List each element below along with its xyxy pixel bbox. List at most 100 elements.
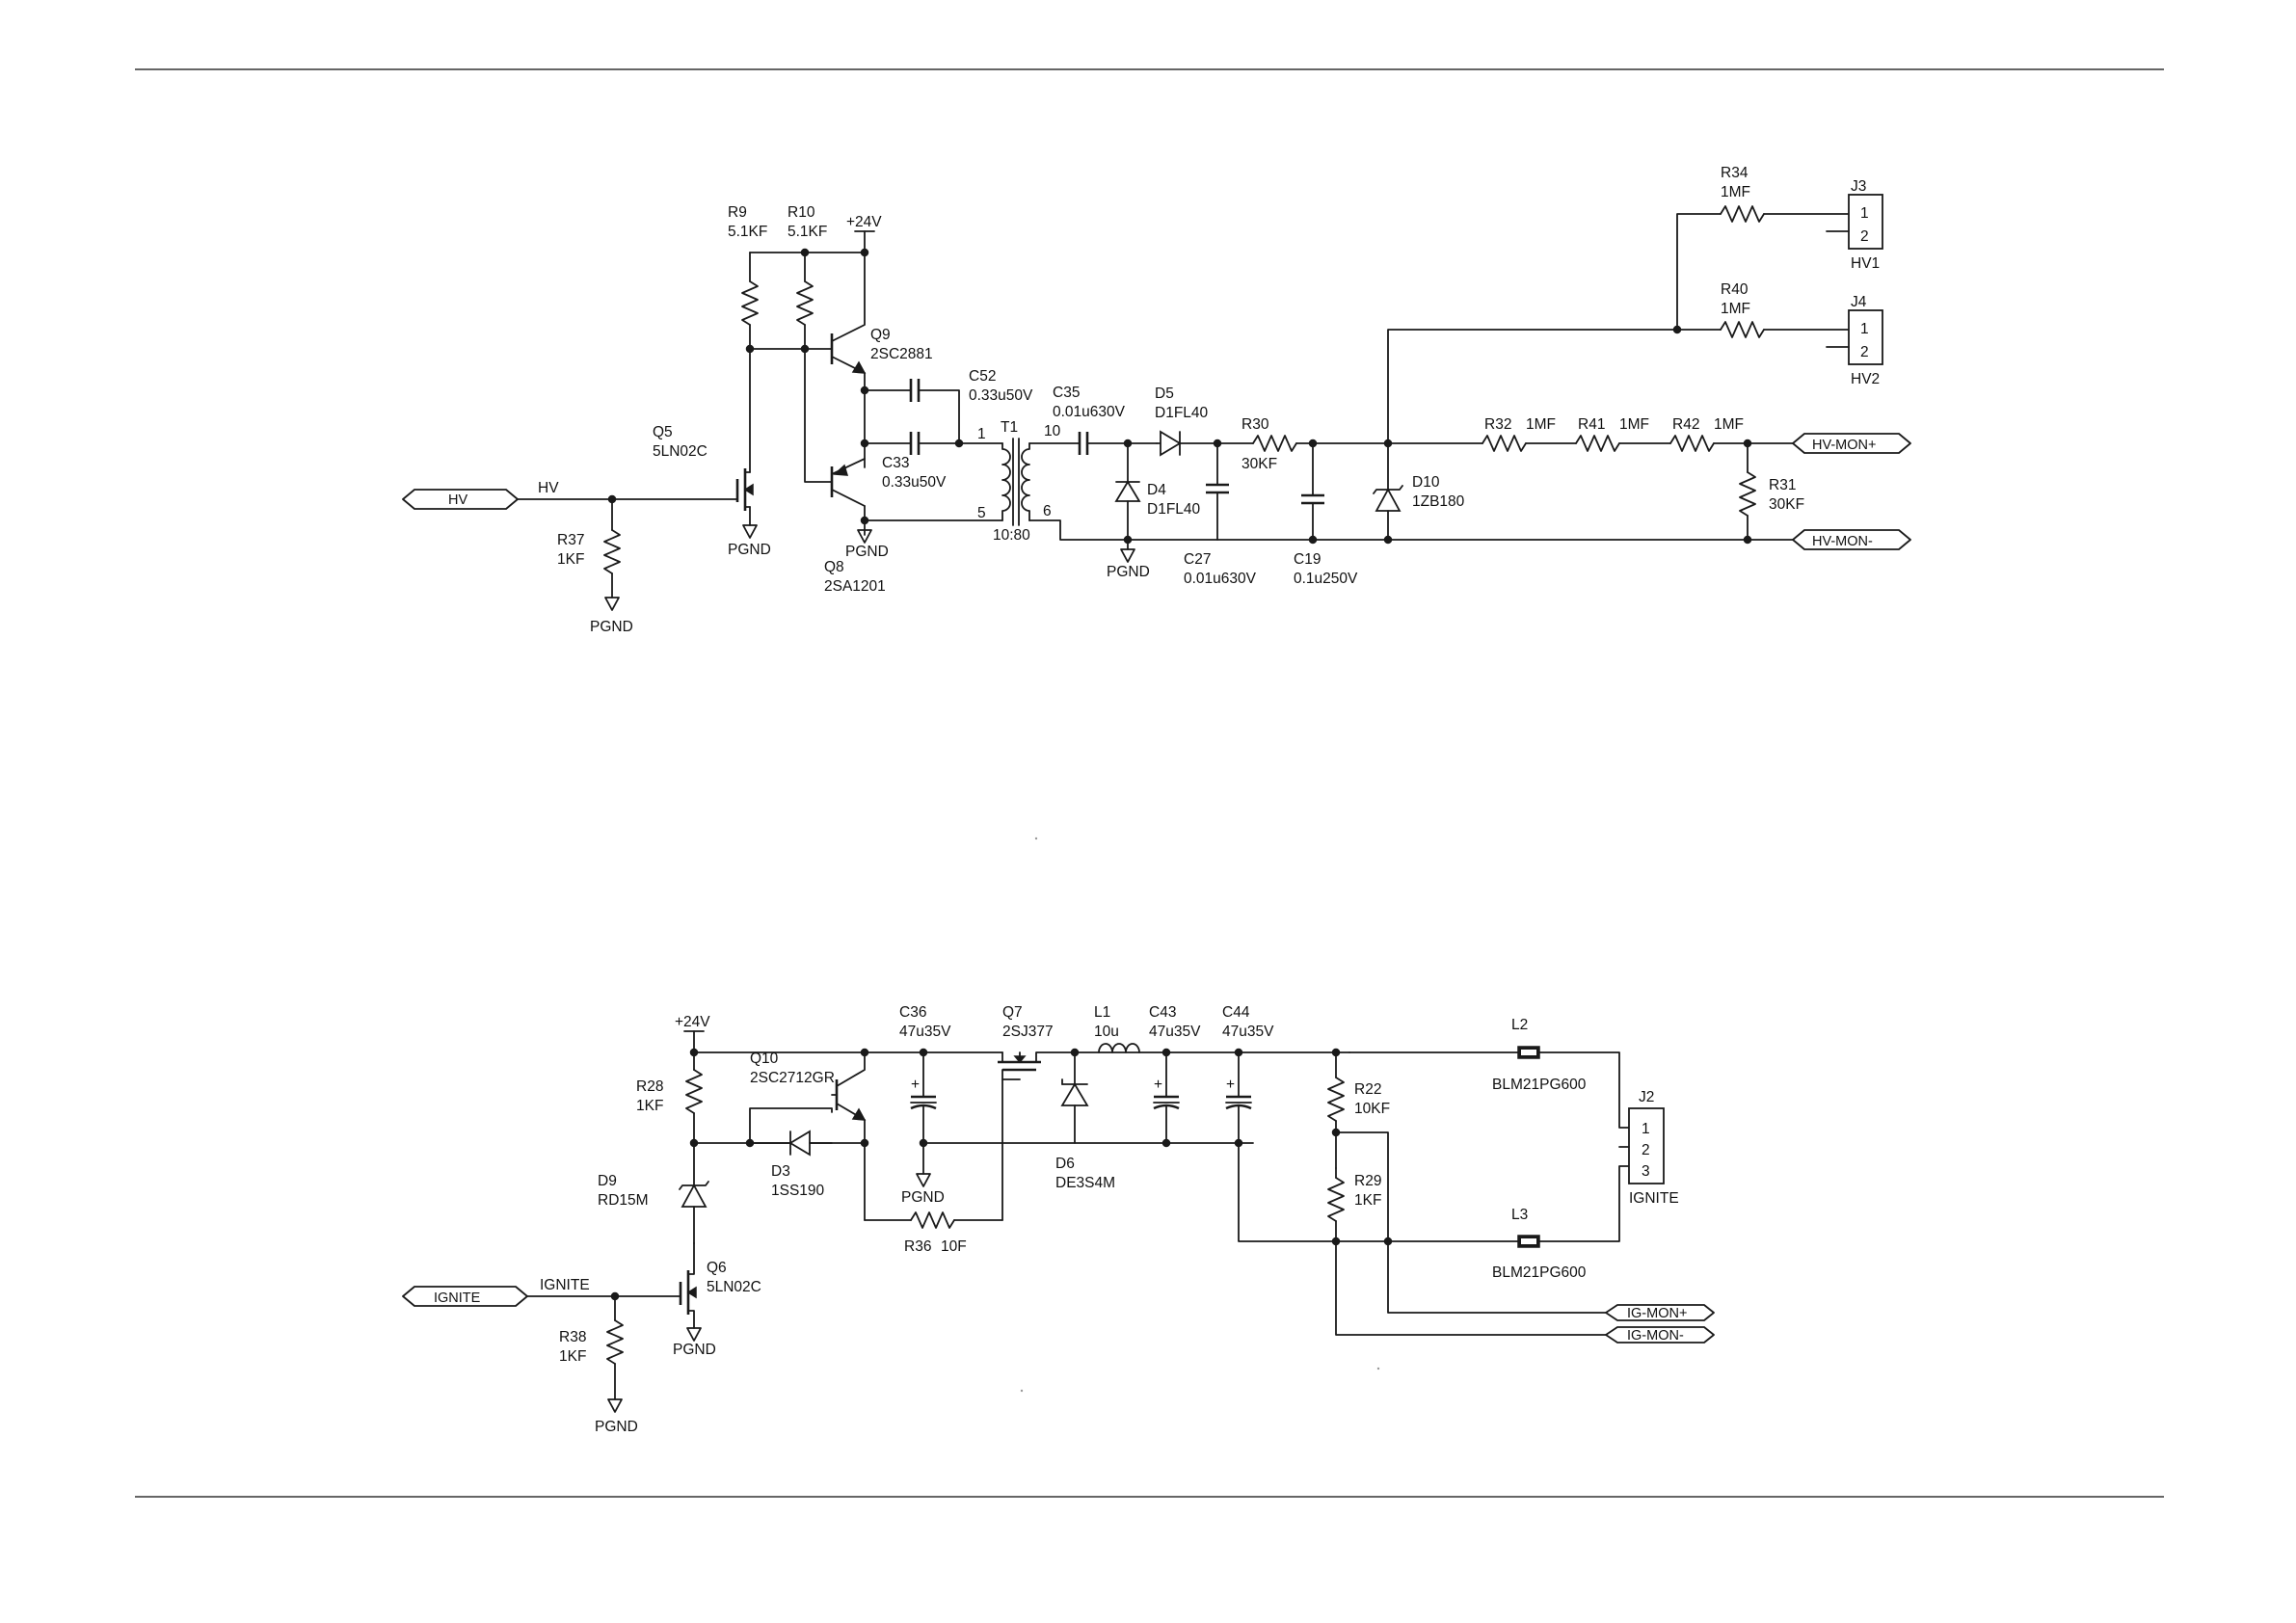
t1-ratio: 10:80 — [993, 527, 1030, 544]
svg-text:IG-MON+: IG-MON+ — [1627, 1306, 1687, 1321]
ignite-input-port[interactable]: IGNITE — [402, 1286, 528, 1307]
svg-text:+24V: +24V — [675, 1014, 710, 1030]
junction-dot — [1070, 1048, 1080, 1057]
c44-value: 47u35V — [1222, 1024, 1274, 1040]
ferrite-bead-l2: L2 BLM21PG600 — [1492, 1017, 1630, 1129]
capacitor-c33: C33 0.33u50V — [864, 432, 1003, 491]
junction-dot — [1308, 535, 1318, 545]
r28-value: 1KF — [636, 1098, 663, 1114]
r38-ref: R38 — [559, 1329, 586, 1345]
connector-j4[interactable]: J4 1 2 HV2 — [1826, 294, 1883, 387]
junction-dot — [1161, 1138, 1171, 1148]
svg-text:2: 2 — [1860, 344, 1869, 360]
q10-part: 2SC2712GR — [750, 1070, 835, 1086]
q7-part: 2SJ377 — [1002, 1024, 1054, 1040]
hv-output-wire — [1387, 329, 1678, 444]
pgnd-symbol-q8: PGND — [845, 529, 889, 560]
r37-value: 1KF — [557, 551, 584, 568]
t1-pin5: 5 — [977, 505, 986, 521]
svg-text:PGND: PGND — [1107, 564, 1150, 580]
r37-ref: R37 — [557, 532, 584, 548]
hv-net-label: HV — [538, 480, 559, 496]
scan-speck — [1376, 1367, 1380, 1370]
j4-name: HV2 — [1851, 371, 1880, 387]
ig-mon-minus-port[interactable]: IG-MON- — [1605, 1326, 1715, 1344]
c36-ref: C36 — [899, 1004, 926, 1021]
ignite-circuit: +24V R28 1KF Q10 2SC2712GR — [402, 1004, 1715, 1435]
diode-d5: D5 D1FL40 — [1155, 386, 1254, 457]
svg-text:+: + — [1154, 1077, 1162, 1093]
hv-mon-plus-port[interactable]: HV-MON+ — [1792, 433, 1911, 454]
r29-value: 1KF — [1354, 1192, 1381, 1209]
d5-ref: D5 — [1155, 386, 1174, 402]
junction-dot — [954, 439, 964, 448]
c35-value: 0.01u630V — [1053, 404, 1126, 420]
resistor-r10: R10 5.1KF — [788, 204, 827, 350]
svg-text:1: 1 — [1642, 1121, 1650, 1137]
t1-pin6: 6 — [1043, 503, 1052, 519]
junction-dot — [1123, 535, 1133, 545]
svg-text:2: 2 — [1860, 228, 1869, 245]
pgnd-symbol-q5: PGND — [728, 524, 771, 558]
pgnd-symbol-c36: PGND — [901, 1173, 945, 1206]
hv-circuit: HV HV R37 1KF PGND Q5 5LN02C — [402, 165, 1911, 635]
q10-base-loop — [749, 1107, 833, 1144]
r34-feed-wire — [1676, 213, 1722, 331]
capacitor-c52: C52 0.33u50V — [864, 368, 1033, 444]
r31-ref: R31 — [1769, 477, 1796, 493]
diode-d3: D3 1SS190 — [749, 1130, 866, 1199]
c33-ref: C33 — [882, 455, 909, 471]
q9-part: 2SC2881 — [870, 346, 933, 362]
transformer-t1: 1 5 T1 10 6 10:80 — [977, 419, 1061, 544]
j2-ref: J2 — [1639, 1089, 1654, 1105]
r42-value: 1MF — [1714, 416, 1744, 433]
resistor-r34: R34 1MF — [1720, 165, 1850, 223]
d4-part: D1FL40 — [1147, 501, 1201, 518]
hv-port-label: HV — [448, 492, 467, 508]
c19-value: 0.1u250V — [1294, 571, 1358, 587]
c19-ref: C19 — [1294, 551, 1321, 568]
resistor-r31: R31 30KF — [1739, 442, 1804, 541]
l2-ref: L2 — [1511, 1017, 1528, 1033]
ignite-net-label: IGNITE — [540, 1277, 590, 1293]
diode-d4: D4 D1FL40 — [1114, 442, 1201, 550]
connector-j3[interactable]: J3 1 2 HV1 — [1826, 178, 1883, 272]
junction-dot — [860, 1138, 869, 1148]
q6-ref: Q6 — [707, 1260, 727, 1276]
r40-value: 1MF — [1721, 301, 1750, 317]
hv-input-port[interactable]: HV — [402, 489, 519, 510]
d3-ref: D3 — [771, 1163, 790, 1180]
ig-mon-plus-wire — [1335, 1131, 1607, 1314]
c33-value: 0.33u50V — [882, 474, 947, 491]
junction-dot — [1161, 1048, 1171, 1057]
j4-ref: J4 — [1851, 294, 1867, 310]
junction-dot — [860, 516, 869, 525]
svg-text:2: 2 — [1642, 1142, 1650, 1158]
svg-text:3: 3 — [1642, 1163, 1650, 1180]
bjt-q10: Q10 2SC2712GR — [750, 1051, 867, 1221]
r10-ref: R10 — [788, 204, 815, 221]
mosfet-q6: Q6 5LN02C — [679, 1242, 761, 1329]
svg-text:+: + — [911, 1077, 920, 1093]
q10-ref: Q10 — [750, 1051, 779, 1067]
c52-value: 0.33u50V — [969, 387, 1033, 404]
r22-value: 10KF — [1354, 1101, 1390, 1117]
d6-part: DE3S4M — [1055, 1175, 1115, 1191]
t1-ref: T1 — [1001, 419, 1018, 436]
d5-part: D1FL40 — [1155, 405, 1209, 421]
svg-text:PGND: PGND — [901, 1189, 945, 1206]
resistor-r29: R29 1KF — [1327, 1167, 1381, 1242]
r30-value: 30KF — [1241, 456, 1277, 472]
resistor-r41: R41 1MF — [1575, 416, 1671, 452]
l1-ref: L1 — [1094, 1004, 1110, 1021]
ig-mon-plus-port[interactable]: IG-MON+ — [1605, 1304, 1715, 1321]
l2-part: BLM21PG600 — [1492, 1077, 1587, 1093]
svg-text:PGND: PGND — [595, 1419, 638, 1435]
hv-mon-minus-port[interactable]: HV-MON- — [1792, 529, 1911, 550]
svg-text:PGND: PGND — [673, 1342, 716, 1358]
capacitor-c19: C19 0.1u250V — [1294, 442, 1358, 587]
q8-ref: Q8 — [824, 559, 844, 575]
r41-value: 1MF — [1619, 416, 1649, 433]
connector-j2[interactable]: J2 1 2 3 IGNITE — [1618, 1089, 1679, 1207]
j2-name: IGNITE — [1629, 1190, 1679, 1207]
